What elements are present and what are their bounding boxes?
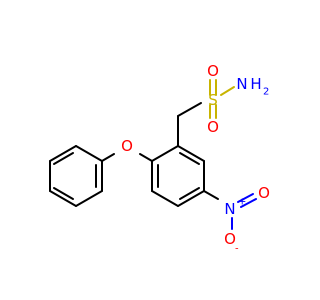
ether-linkage bbox=[101, 153, 153, 162]
bond bbox=[177, 102, 202, 117]
nitrobenzene-ring bbox=[151, 145, 205, 207]
nitro-nitrogen-charge: + bbox=[238, 197, 246, 208]
sulfonamide-group bbox=[177, 79, 235, 147]
bond bbox=[240, 198, 257, 208]
bond bbox=[49, 145, 77, 162]
amide-hydrogen-label: H bbox=[250, 75, 261, 93]
sulfonyl-oxygen-bottom-label: O bbox=[207, 118, 219, 136]
bond bbox=[49, 190, 77, 207]
amide-nitrogen-label: N bbox=[236, 75, 247, 93]
bond bbox=[177, 190, 205, 207]
bond bbox=[203, 190, 219, 200]
bond bbox=[179, 187, 200, 200]
bond bbox=[101, 153, 115, 162]
nitro-oxygen-single-label: O bbox=[224, 230, 236, 248]
bond bbox=[177, 145, 205, 162]
bond bbox=[139, 153, 153, 162]
phenoxy-ring bbox=[49, 145, 103, 207]
molecule-structure-diagram: O S O O N H 2 N + O O - bbox=[49, 62, 270, 255]
bond bbox=[75, 190, 103, 207]
bond bbox=[151, 190, 179, 207]
bond bbox=[179, 152, 200, 165]
bond bbox=[151, 145, 179, 162]
nitro-oxygen-charge: - bbox=[235, 244, 239, 255]
bond bbox=[220, 86, 235, 96]
bond bbox=[53, 187, 74, 200]
sulfonyl-oxygen-top-label: O bbox=[207, 62, 219, 80]
bond bbox=[75, 145, 103, 162]
nitro-oxygen-double-label: O bbox=[258, 184, 270, 202]
ether-oxygen-label: O bbox=[121, 137, 133, 155]
amide-hydrogen-subscript: 2 bbox=[263, 87, 269, 98]
nitro-nitrogen-label: N bbox=[224, 200, 235, 218]
bond bbox=[53, 152, 74, 165]
molecule-svg: O S O O N H 2 N + O O - bbox=[49, 62, 270, 255]
bond bbox=[237, 193, 254, 203]
sulfur-label: S bbox=[208, 91, 218, 109]
nitro-group bbox=[203, 190, 257, 230]
